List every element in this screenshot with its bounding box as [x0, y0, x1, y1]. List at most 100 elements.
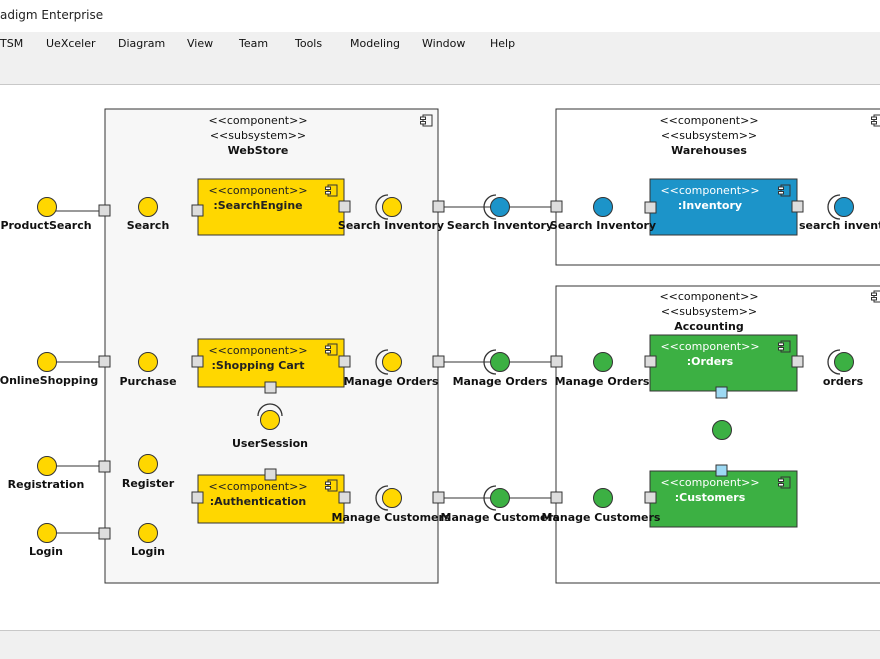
port[interactable] — [339, 492, 350, 503]
orders-name: :Orders — [687, 355, 734, 368]
port[interactable] — [99, 528, 110, 539]
label-product-search: ProductSearch — [0, 219, 91, 232]
interface-ball[interactable] — [383, 489, 402, 508]
orders-stereo: <<component>> — [660, 340, 759, 353]
interface-ball[interactable] — [383, 353, 402, 372]
warehouses-stereo-component: <<component>> — [659, 114, 758, 127]
menu-window[interactable]: Window — [422, 37, 465, 50]
port[interactable] — [339, 201, 350, 212]
port[interactable] — [192, 492, 203, 503]
port[interactable] — [551, 492, 562, 503]
port[interactable] — [792, 356, 803, 367]
search-engine-name: :SearchEngine — [213, 199, 302, 212]
title-bar: adigm Enterprise — [0, 0, 880, 33]
interface-ball[interactable] — [38, 353, 57, 372]
component-customers[interactable]: <<component>> :Customers — [650, 471, 797, 527]
menu-team[interactable]: Team — [239, 37, 268, 50]
port[interactable] — [265, 469, 276, 480]
port[interactable] — [433, 492, 444, 503]
menu-diagram[interactable]: Diagram — [118, 37, 165, 50]
interface-ball[interactable] — [38, 457, 57, 476]
menu-tools[interactable]: Tools — [295, 37, 322, 50]
port[interactable] — [645, 356, 656, 367]
menu-view[interactable]: View — [187, 37, 213, 50]
authentication-stereo: <<component>> — [208, 480, 307, 493]
label-registration: Registration — [8, 478, 85, 491]
component-diagram: <<component>> <<subsystem>> WebStore <<c… — [0, 85, 880, 630]
interface-ball[interactable] — [139, 198, 158, 217]
warehouses-stereo-subsystem: <<subsystem>> — [661, 129, 757, 142]
port[interactable] — [433, 356, 444, 367]
customers-stereo: <<component>> — [660, 476, 759, 489]
interface-ball[interactable] — [38, 198, 57, 217]
accounting-stereo-component: <<component>> — [659, 290, 758, 303]
port[interactable] — [792, 201, 803, 212]
label-login-outer: Login — [29, 545, 63, 558]
menu-bar: TSM UeXceler Diagram View Team Tools Mod… — [0, 32, 880, 56]
port[interactable] — [645, 492, 656, 503]
webstore-name: WebStore — [228, 144, 289, 157]
port[interactable] — [99, 205, 110, 216]
interface-ball[interactable] — [835, 198, 854, 217]
label-wh-right-search-inventory: search inventor — [799, 219, 880, 232]
interface-ball[interactable] — [594, 353, 613, 372]
label-online-shopping: OnlineShopping — [0, 374, 98, 387]
port[interactable] — [192, 205, 203, 216]
label-acc-manage-orders: Manage Orders — [555, 375, 650, 388]
component-orders[interactable]: <<component>> :Orders — [650, 335, 797, 391]
port[interactable] — [99, 356, 110, 367]
interface-ball[interactable] — [594, 198, 613, 217]
menu-help[interactable]: Help — [490, 37, 515, 50]
interface-ball[interactable] — [139, 524, 158, 543]
label-ws-manage-orders: Manage Orders — [344, 375, 439, 388]
inventory-stereo: <<component>> — [660, 184, 759, 197]
port[interactable] — [551, 201, 562, 212]
component-authentication[interactable]: <<component>> :Authentication — [198, 475, 344, 523]
port[interactable] — [192, 356, 203, 367]
label-acc-manage-customers: Manage Customers — [542, 511, 661, 524]
port[interactable] — [645, 202, 656, 213]
label-mid-manage-orders: Manage Orders — [453, 375, 548, 388]
interface-ball[interactable] — [491, 353, 510, 372]
webstore-stereo-subsystem: <<subsystem>> — [210, 129, 306, 142]
port[interactable] — [99, 461, 110, 472]
port[interactable] — [716, 465, 727, 476]
label-acc-right-orders: orders — [823, 375, 864, 388]
label-ws-search-inventory: Search Inventory — [338, 219, 444, 232]
label-wh-search-inventory: Search Inventory — [550, 219, 656, 232]
warehouses-name: Warehouses — [671, 144, 747, 157]
label-register: Register — [122, 477, 175, 490]
interface-ball[interactable] — [491, 489, 510, 508]
component-shopping-cart[interactable]: <<component>> :Shopping Cart — [198, 339, 344, 387]
interface-ball[interactable] — [261, 411, 280, 430]
interface-ball[interactable] — [139, 455, 158, 474]
label-search: Search — [127, 219, 170, 232]
label-ws-manage-customers: Manage Customers — [332, 511, 451, 524]
shopping-cart-stereo: <<component>> — [208, 344, 307, 357]
interface-ball[interactable] — [383, 198, 402, 217]
interface-ball[interactable] — [38, 524, 57, 543]
port[interactable] — [433, 201, 444, 212]
menu-modeling[interactable]: Modeling — [350, 37, 400, 50]
interface-ball[interactable] — [594, 489, 613, 508]
component-inventory[interactable]: <<component>> :Inventory — [650, 179, 797, 235]
port[interactable] — [339, 356, 350, 367]
diagram-canvas[interactable]: <<component>> <<subsystem>> WebStore <<c… — [0, 85, 880, 630]
interface-ball[interactable] — [835, 353, 854, 372]
menu-uexceler[interactable]: UeXceler — [46, 37, 96, 50]
toolbar — [0, 56, 880, 85]
search-engine-stereo: <<component>> — [208, 184, 307, 197]
interface-ball[interactable] — [491, 198, 510, 217]
interface-ball[interactable] — [713, 421, 732, 440]
customers-name: :Customers — [675, 491, 746, 504]
port[interactable] — [265, 382, 276, 393]
interface-ball[interactable] — [139, 353, 158, 372]
port[interactable] — [716, 387, 727, 398]
menu-tsm[interactable]: TSM — [0, 37, 23, 50]
label-mid-search-inventory: Search Inventory — [447, 219, 553, 232]
component-search-engine[interactable]: <<component>> :SearchEngine — [198, 179, 344, 235]
label-login-inner: Login — [131, 545, 165, 558]
label-user-session: UserSession — [232, 437, 308, 450]
status-bar — [0, 630, 880, 659]
port[interactable] — [551, 356, 562, 367]
